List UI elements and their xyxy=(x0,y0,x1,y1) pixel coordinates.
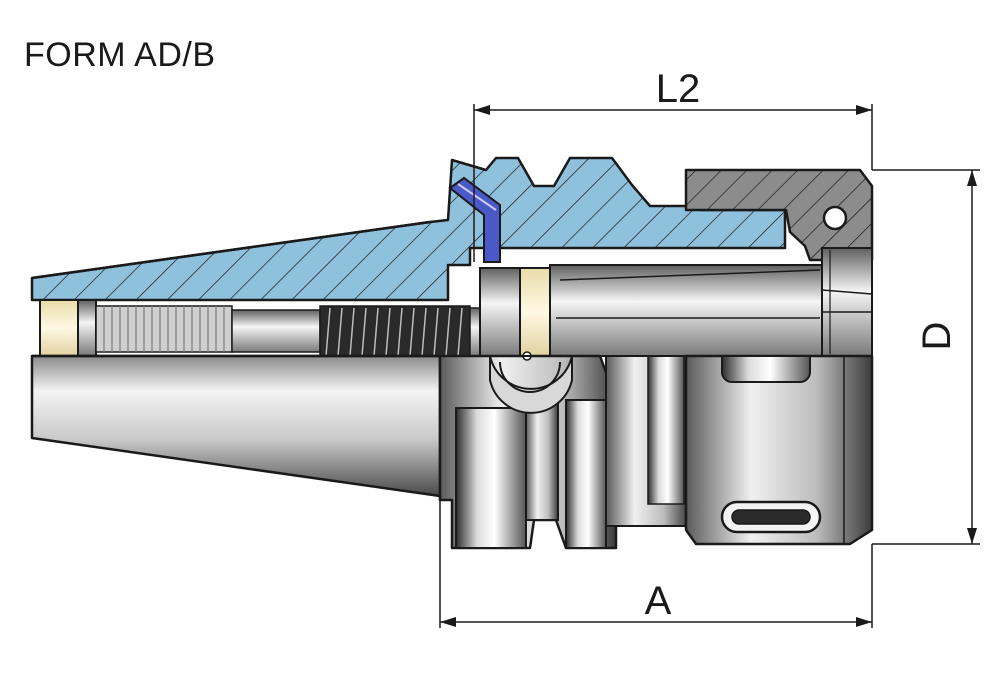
label-A: A xyxy=(645,579,672,623)
bore-internals xyxy=(39,299,481,359)
clamping-nut-exterior xyxy=(684,354,874,546)
ball-bearing-icon xyxy=(822,205,848,231)
coolant-pin xyxy=(448,176,501,263)
drawing-title: FORM AD/B xyxy=(24,36,216,74)
flange-body xyxy=(438,351,618,550)
label-L2: L2 xyxy=(656,67,701,111)
label-D: D xyxy=(915,322,959,351)
dimension-A: A xyxy=(439,500,873,628)
clamping-nut-section xyxy=(684,168,874,262)
dimension-L2: L2 xyxy=(473,67,873,262)
taper-top-edge xyxy=(31,220,431,280)
taper-shank xyxy=(30,354,442,498)
collet-insert xyxy=(479,247,873,357)
dimension-D: D xyxy=(872,169,980,545)
